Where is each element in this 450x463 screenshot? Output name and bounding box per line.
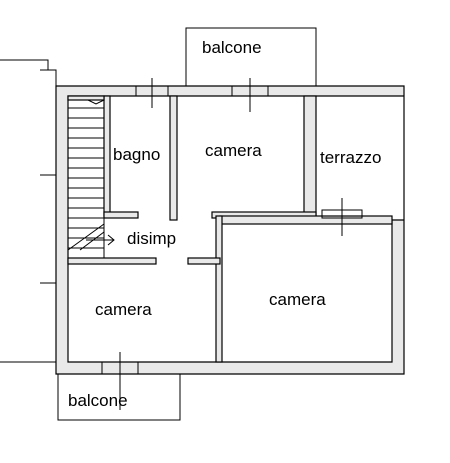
- window-markers: [101, 78, 363, 410]
- balcony-bottom: [57, 374, 181, 421]
- room-label-terrazzo: terrazzo: [320, 148, 381, 167]
- room-label-camera-right: camera: [269, 290, 326, 309]
- room-label-balcone-top: balcone: [202, 38, 262, 57]
- room-label-camera-left: camera: [95, 300, 152, 319]
- adjacent-building: [0, 59, 57, 363]
- staircase: [67, 99, 115, 259]
- room-label-balcone-bottom: balcone: [68, 391, 128, 410]
- balcony-top: [185, 27, 317, 86]
- room-label-camera-top: camera: [205, 141, 262, 160]
- room-label-bagno: bagno: [113, 145, 160, 164]
- interior-walls: [67, 95, 393, 363]
- room-label-disimp: disimp: [127, 229, 176, 248]
